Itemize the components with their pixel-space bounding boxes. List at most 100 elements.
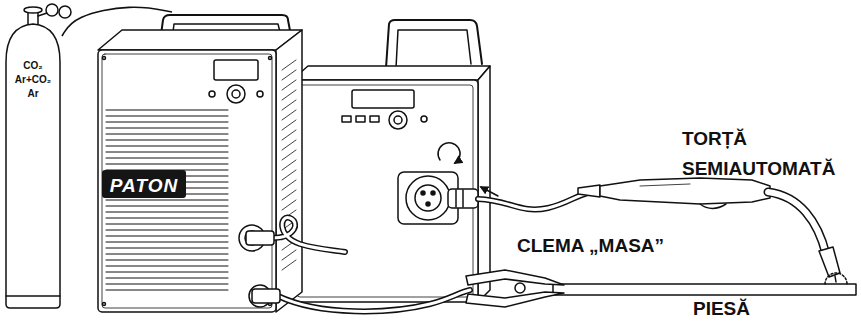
valve-wheel [24,7,42,13]
clamp-spring [515,283,525,293]
side-vent [282,70,296,80]
feeder-top [292,66,490,80]
vent-slot [106,158,228,159]
side-vent [282,140,296,150]
brand-logo: PATON [102,170,186,198]
side-vent [282,160,296,170]
feeder-handle-inner [396,30,471,68]
cable-plug [252,289,280,303]
vent-slot [106,272,228,273]
vent-slot [106,212,228,213]
insert-arrow [481,187,498,196]
feeder-knob [389,111,407,129]
side-vent [282,190,296,200]
ground-cable-core [278,290,470,311]
side-vent [282,260,296,270]
torch-trigger [700,204,726,209]
connector-pin [421,191,425,195]
feeder-knob-center [394,116,402,124]
euro-connector-inner [415,185,441,211]
torch-plug [448,189,478,208]
work-piece [553,284,856,295]
feeder-button [370,116,379,122]
feeder-led [421,116,427,122]
vent-slot [106,146,228,147]
vent-slot [106,134,228,135]
power-cable-core [272,218,345,252]
gas-type: Ar [4,88,62,100]
gas-hose [62,7,172,36]
torch-handle [600,178,770,204]
vent-slot [106,260,228,261]
feeder-button [356,116,365,122]
side-vent [282,150,296,160]
source-top [98,30,302,50]
feeder-side [478,66,490,302]
side-vent [282,120,296,130]
side-vent [282,80,296,90]
panel-bolt [103,57,106,60]
gas-type: CO₂ [4,60,62,72]
torch-label: TORȚĂ SEMIAUTOMATĂ [682,124,860,184]
clamp-jaw [466,292,564,307]
vent-slot [106,140,228,141]
source-knob-center [232,90,240,98]
node-drawing [98,15,302,312]
side-vent [282,250,296,260]
cable-plug [246,231,274,245]
vent-slot [106,128,228,129]
vent-slot [106,218,228,219]
vent-slot [106,248,228,249]
vent-slot [106,122,228,123]
regulator-gauge [46,4,58,16]
feeder-display [352,90,414,108]
vent-slot [106,290,228,291]
weld-arc [825,273,847,284]
source-button [257,91,263,97]
vent-slot [106,236,228,237]
vent-slot [106,254,228,255]
vent-slot [106,224,228,225]
feeder-button [342,116,351,122]
piece-label: PIESĂ [693,297,813,321]
clamp-jaw [466,270,564,285]
vent-slot [106,164,228,165]
vent-slot [106,278,228,279]
vent-slot [106,206,228,207]
gas-type: Ar+CO₂ [4,74,62,86]
ground-cable [278,290,470,311]
vent-slot [106,266,228,267]
plug-grip [462,190,464,207]
feeder-handle [386,20,482,68]
panel-bolt [269,57,272,60]
gas-cylinder: CO₂ Ar+CO₂ Ar [4,22,62,308]
regulator-stem [38,13,47,16]
connector-pin [431,191,435,195]
clamp-label: CLEMA „MASA” [517,234,737,258]
side-vent [282,100,296,110]
source-button [209,91,215,97]
side-vent [282,180,296,190]
side-vent [282,90,296,100]
feeder-front [292,80,478,302]
source-panel [102,54,272,308]
power-cable [272,218,345,252]
side-vent [282,200,296,210]
torch-grip-line [640,184,690,186]
vent-slot [106,230,228,231]
vent-slot [106,110,228,111]
panel-bolt [103,303,106,306]
feeder-panel [297,85,473,297]
side-vent [282,110,296,120]
torch-boot [578,185,600,197]
euro-connector [406,176,450,220]
source-display [214,60,258,80]
torch-neck [768,192,826,254]
vent-slot [106,152,228,153]
plug-grip [455,190,457,207]
vent-slot [106,242,228,243]
power-source: PATON [92,12,304,314]
vent-slot [106,116,228,117]
